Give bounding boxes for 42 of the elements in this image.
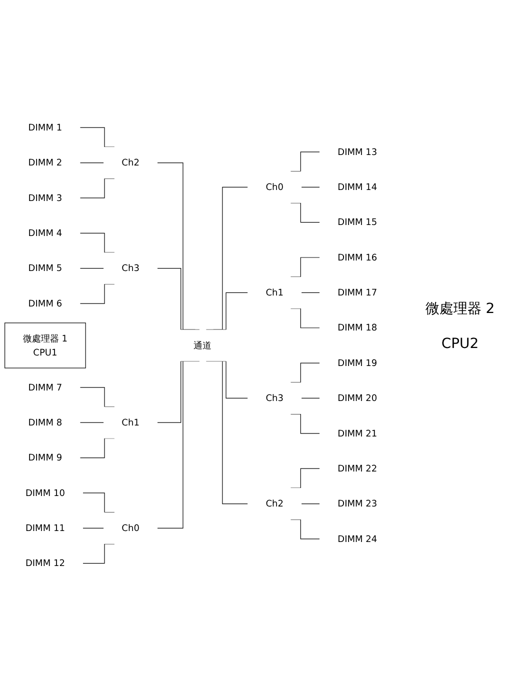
node-text: DIMM 14 [338, 181, 378, 192]
connector [290, 518, 320, 539]
connector [157, 360, 200, 528]
node-text: DIMM 19 [338, 357, 378, 368]
connector [301, 503, 320, 504]
node-text: DIMM 15 [338, 216, 378, 228]
processor-label: CPU2 [440, 336, 480, 352]
connector [290, 308, 320, 328]
connector [301, 292, 320, 293]
connector [82, 543, 115, 564]
connector [80, 283, 115, 304]
connector [301, 186, 320, 187]
processor-label: 微處理器 2 [424, 300, 496, 318]
connector [290, 202, 320, 222]
node-text: DIMM 23 [338, 498, 378, 509]
node-text: DIMM 6 [28, 297, 62, 308]
node-text: DIMM 7 [28, 381, 62, 392]
node-text: DIMM 1 [28, 122, 62, 132]
node-text: DIMM 16 [338, 251, 378, 262]
node-text: DIMM 12 [25, 557, 65, 568]
connector [80, 162, 104, 163]
node-text: DIMM 21 [338, 427, 378, 438]
node-text: DIMM 10 [25, 486, 65, 498]
node-text: DIMM 3 [28, 192, 62, 203]
node-box: 微處理器 1 CPU1 [4, 322, 86, 368]
node-text: DIMM 2 [28, 156, 62, 168]
node-text: DIMM 5 [28, 262, 62, 274]
connector [290, 413, 320, 434]
node-text: DIMM 9 [28, 452, 62, 463]
node-text: DIMM 18 [338, 322, 378, 333]
node-text: DIMM 11 [25, 522, 65, 533]
node-text: DIMM 4 [28, 227, 62, 238]
node-text: DIMM 13 [338, 146, 378, 157]
connector [206, 360, 248, 504]
connector [80, 178, 115, 198]
node-text: DIMM 17 [338, 286, 378, 298]
connector [82, 527, 104, 528]
node-text: DIMM 22 [338, 462, 378, 474]
node-text: DIMM 8 [28, 416, 62, 428]
node-text: DIMM 24 [338, 532, 378, 544]
connector [301, 397, 320, 398]
node-text: DIMM 20 [338, 392, 378, 404]
